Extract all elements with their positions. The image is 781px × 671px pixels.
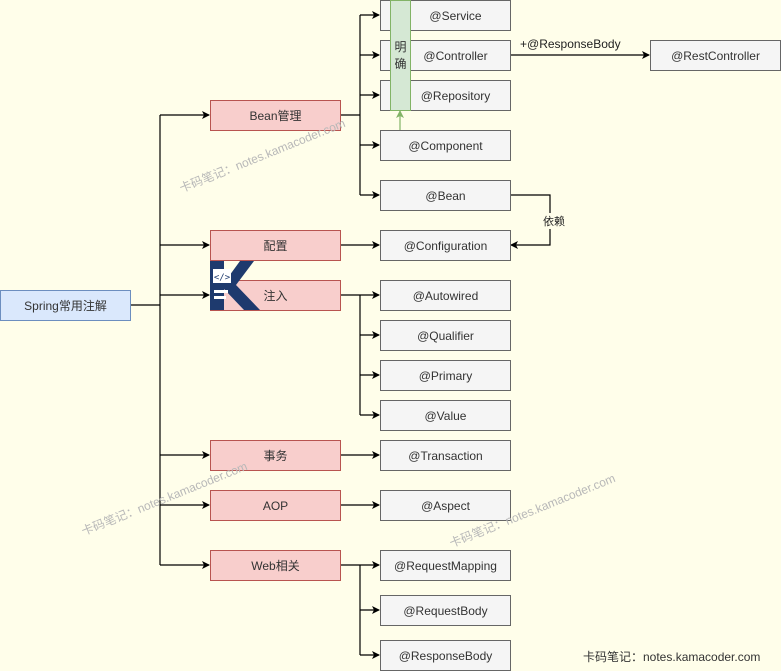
leaf-transaction[interactable]: @Transaction (380, 440, 511, 471)
leaf-autowired[interactable]: @Autowired (380, 280, 511, 311)
leaf-rest-controller[interactable]: @RestController (650, 40, 781, 71)
leaf-label: @RequestMapping (394, 558, 497, 573)
category-aop[interactable]: AOP (210, 490, 341, 521)
leaf-primary[interactable]: @Primary (380, 360, 511, 391)
category-web[interactable]: Web相关 (210, 550, 341, 581)
root-node[interactable]: Spring常用注解 (0, 290, 131, 321)
category-label: Web相关 (251, 559, 300, 573)
leaf-label: @ResponseBody (398, 648, 493, 663)
leaf-label: @Configuration (403, 238, 488, 253)
edge-label-response-body: +@ResponseBody (520, 37, 621, 51)
leaf-response-body[interactable]: @ResponseBody (380, 640, 511, 671)
category-label: 注入 (263, 289, 288, 303)
leaf-label: @Controller (423, 48, 488, 63)
leaf-request-body[interactable]: @RequestBody (380, 595, 511, 626)
leaf-label: @RestController (671, 48, 760, 63)
leaf-qualifier[interactable]: @Qualifier (380, 320, 511, 351)
leaf-label: @Value (424, 408, 467, 423)
specialize-char-1: 明 (394, 39, 407, 54)
specialize-box: 明 确 (390, 0, 411, 111)
leaf-bean[interactable]: @Bean (380, 180, 511, 211)
category-label: 配置 (263, 239, 288, 253)
footer-credit: 卡码笔记：notes.kamacoder.com (583, 650, 761, 664)
bean-branch (340, 15, 361, 195)
kamacoder-logo-icon: </> (210, 261, 260, 310)
leaf-label: @Bean (425, 188, 466, 203)
category-transaction[interactable]: 事务 (210, 440, 341, 471)
leaf-label: @RequestBody (403, 603, 488, 618)
category-label: 事务 (263, 449, 288, 463)
leaf-label: @Service (429, 8, 482, 23)
category-configuration[interactable]: 配置 (210, 230, 341, 261)
leaf-configuration[interactable]: @Configuration (380, 230, 511, 261)
category-label: Bean管理 (249, 109, 302, 123)
leaf-label: @Primary (418, 368, 473, 383)
category-bean-management[interactable]: Bean管理 (210, 100, 341, 131)
leaf-label: @Aspect (421, 498, 470, 513)
leaf-aspect[interactable]: @Aspect (380, 490, 511, 521)
leaf-label: @Component (408, 138, 483, 153)
svg-text:</>: </> (214, 273, 231, 283)
root-label: Spring常用注解 (24, 299, 107, 313)
inject-branch (340, 294, 361, 415)
edge-label-depends: 依赖 (542, 213, 566, 229)
leaf-label: @Autowired (412, 288, 479, 303)
leaf-component[interactable]: @Component (380, 130, 511, 161)
leaf-value[interactable]: @Value (380, 400, 511, 431)
leaf-label: @Qualifier (417, 328, 474, 343)
leaf-label: @Repository (420, 88, 491, 103)
category-label: AOP (262, 498, 289, 513)
leaf-label: @Transaction (408, 448, 483, 463)
web-branch (340, 564, 361, 655)
specialize-char-2: 确 (394, 56, 407, 71)
leaf-request-mapping[interactable]: @RequestMapping (380, 550, 511, 581)
